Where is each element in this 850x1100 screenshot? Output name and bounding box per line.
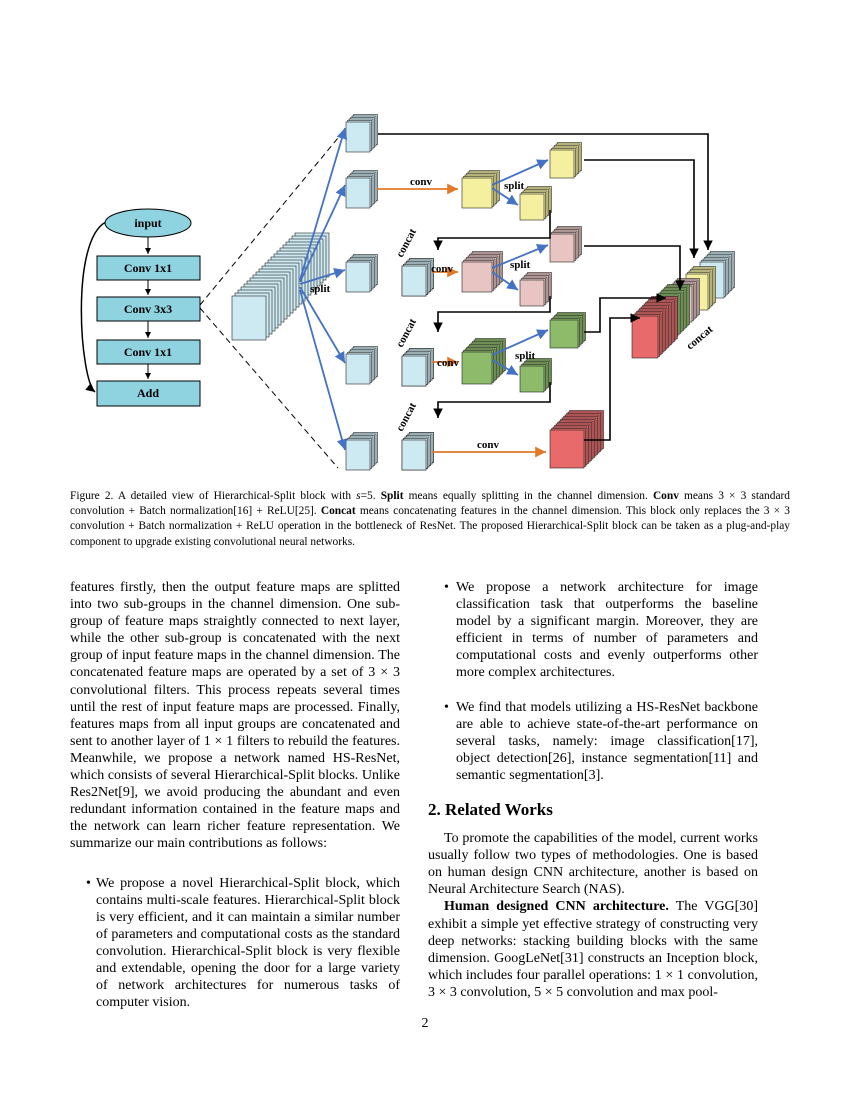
- conv-output-pink: [461, 251, 503, 293]
- label-concat-1: concat: [394, 227, 419, 260]
- split-green-top: [549, 312, 586, 349]
- feature-map-stacks: [231, 114, 735, 471]
- concat-2-blue: [401, 258, 434, 297]
- right-column: •We propose a network architecture for i…: [428, 579, 758, 1001]
- split-group-4: [345, 346, 378, 385]
- flow-conv1x1b-label: Conv 1x1: [124, 345, 172, 359]
- body-paragraph: To promote the capabilities of the model…: [428, 831, 758, 898]
- input-feature-stack: [231, 232, 330, 341]
- bullet-dot: •: [86, 875, 91, 891]
- figure-caption: Figure 2. A detailed view of Hierarchica…: [70, 490, 790, 548]
- contribution-bullet: •We find that models utilizing a HS-ResN…: [444, 699, 758, 783]
- label-conv-2: conv: [431, 263, 454, 275]
- split-group-2: [345, 170, 378, 209]
- split-arrows: [299, 127, 549, 451]
- conv-arrows: [377, 183, 546, 458]
- hierarchical-split-figure: input Conv 1x1 Conv 3x3 Conv 1x1 Add: [80, 114, 735, 471]
- flow-conv1x1-node: [96, 255, 201, 281]
- left-column: features firstly, then the output featur…: [70, 579, 400, 1011]
- label-split-main: split: [310, 283, 331, 295]
- label-concat-3: concat: [394, 401, 419, 434]
- label-conv-1: conv: [410, 176, 433, 188]
- flow-add-node: [96, 380, 201, 407]
- bullet-dot: •: [444, 699, 449, 715]
- split-yellow-top: [549, 142, 582, 179]
- conv-output-yellow: [461, 170, 500, 209]
- flow-conv1x1b-node: [96, 339, 201, 365]
- label-split-3: split: [515, 350, 536, 362]
- label-split-1: split: [504, 180, 525, 192]
- page-number: 2: [421, 1016, 429, 1031]
- split-pink-bottom: [519, 272, 552, 307]
- flow-input-label: input: [134, 216, 161, 230]
- conv-output-green: [461, 338, 506, 385]
- split-green-bottom: [519, 358, 552, 393]
- section-heading: 2. Related Works: [428, 800, 553, 820]
- split-pink-top: [549, 226, 582, 263]
- contribution-bullet: •We propose a network architecture for i…: [444, 580, 758, 681]
- body-paragraph: features firstly, then the output featur…: [70, 580, 400, 852]
- concat-arrows: [378, 133, 713, 441]
- contribution-bullet: •We propose a novel Hierarchical-Split b…: [86, 875, 400, 1011]
- flow-conv3x3-label: Conv 3x3: [124, 302, 172, 316]
- label-split-2: split: [510, 259, 531, 271]
- label-conv-4: conv: [477, 439, 500, 451]
- label-conv-3: conv: [437, 357, 460, 369]
- concat-4-blue: [401, 432, 434, 471]
- label-concat-final: concat: [684, 323, 715, 352]
- bullet-dot: •: [444, 580, 449, 595]
- flow-add-label: Add: [137, 386, 159, 400]
- split-yellow-bottom: [519, 186, 552, 221]
- final-red: [631, 296, 678, 359]
- label-concat-2: concat: [394, 317, 419, 350]
- flow-chart: input Conv 1x1 Conv 3x3 Conv 1x1 Add: [80, 208, 201, 407]
- conv-output-red: [549, 410, 604, 469]
- split-group-3: [345, 254, 378, 293]
- split-group-1: [345, 114, 378, 153]
- split-group-5: [345, 432, 378, 471]
- body-paragraph: Human designed CNN architecture. The VGG…: [428, 899, 758, 1000]
- flow-conv1x1-label: Conv 1x1: [124, 261, 172, 275]
- concat-3-blue: [401, 348, 434, 387]
